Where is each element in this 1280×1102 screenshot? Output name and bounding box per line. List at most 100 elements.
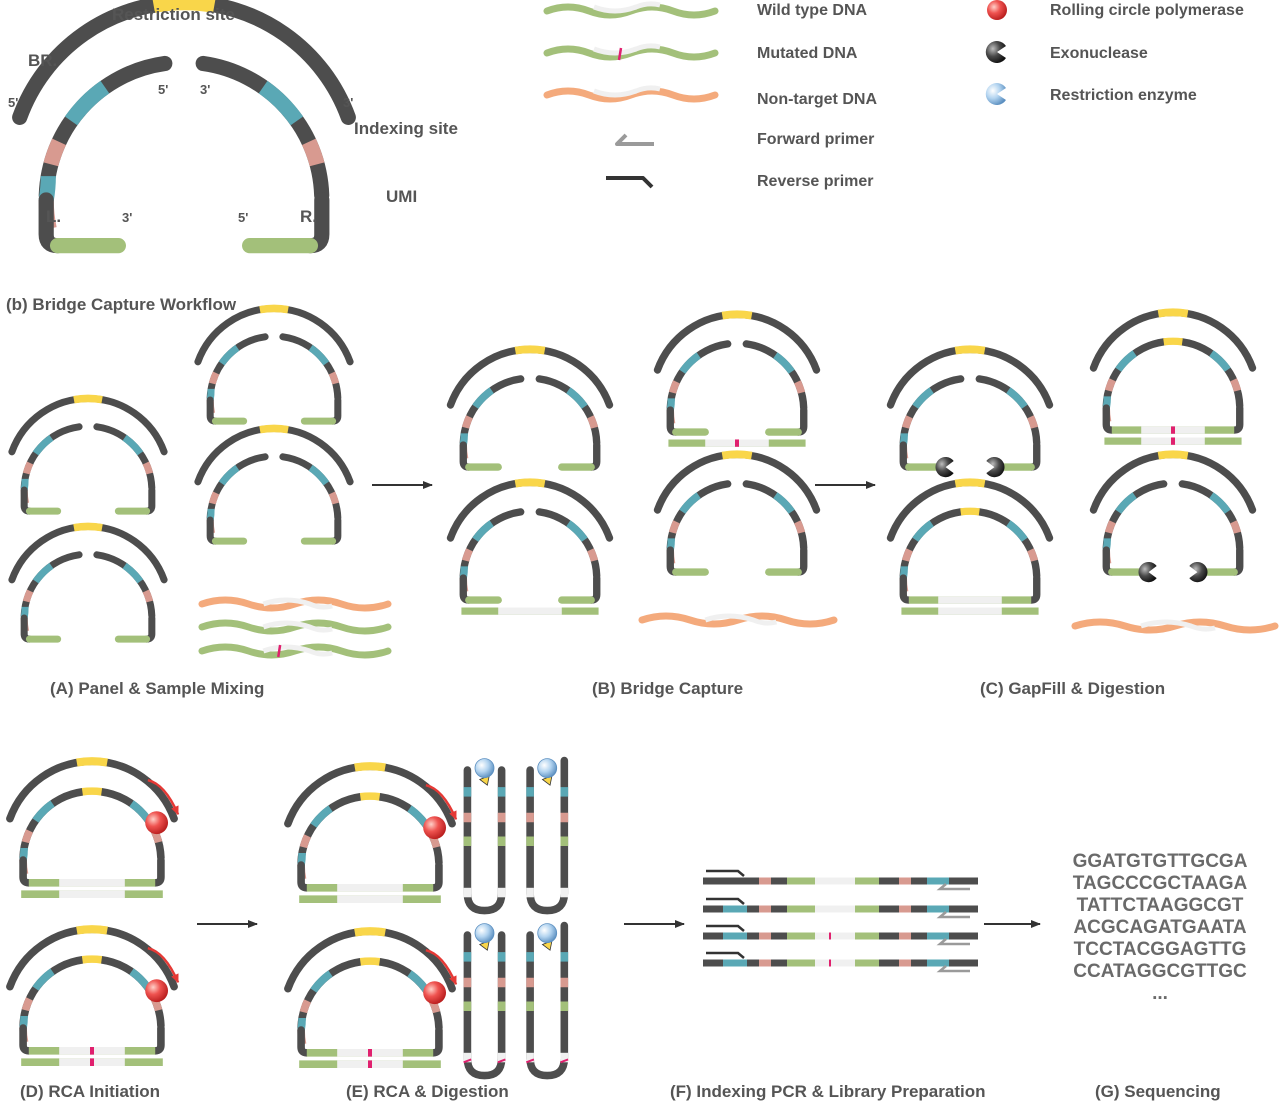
exonuclease-icon xyxy=(935,456,954,478)
left-probe-half xyxy=(20,551,83,620)
probe-leg xyxy=(899,574,913,604)
bridge-strand xyxy=(194,425,354,486)
restriction-site xyxy=(81,955,103,964)
restriction-site xyxy=(73,394,103,404)
bridge-strand xyxy=(8,523,168,584)
exonuclease-icon xyxy=(1138,561,1157,583)
indexing-site xyxy=(32,562,54,584)
indexing-site xyxy=(407,805,430,828)
rolling-circle-polymerase-icon xyxy=(987,0,1007,20)
umi-segment xyxy=(901,415,913,429)
indexing-site xyxy=(1006,520,1028,542)
sequence-read: ACGCAGATGAATA xyxy=(1073,917,1246,938)
left-probe-half xyxy=(297,958,365,1032)
umi-segment xyxy=(22,589,34,603)
right-probe-half xyxy=(279,453,342,522)
indexing-site xyxy=(122,434,144,456)
umi-segment xyxy=(461,548,473,562)
umi-segment xyxy=(21,829,33,844)
indexing-site xyxy=(912,520,934,542)
probe-leg xyxy=(429,1026,443,1057)
padlock-probe xyxy=(886,478,1054,615)
step-e-caption: (E) RCA & Digestion xyxy=(346,1082,509,1101)
bridge-five-prime-label: 5' xyxy=(8,95,18,110)
non-target-dna xyxy=(1071,618,1279,634)
restriction-site xyxy=(721,450,753,460)
bridge-strand xyxy=(446,345,614,409)
right-probe-half xyxy=(1178,338,1244,410)
left-probe-half xyxy=(666,480,732,552)
bridge-strand xyxy=(194,305,354,366)
padlock-probe xyxy=(8,394,168,515)
padlock-probe xyxy=(6,925,180,1066)
indexing-site xyxy=(773,352,795,374)
umi-segment xyxy=(1230,520,1242,534)
umi-segment xyxy=(668,380,680,394)
bridge-strand xyxy=(653,310,821,374)
indexing-site xyxy=(64,80,110,126)
restriction-site xyxy=(359,957,381,966)
sequence-read: TAGCCCGCTAAGA xyxy=(1073,873,1248,894)
step-b-caption: (B) Bridge Capture xyxy=(592,679,743,698)
indexing-site xyxy=(129,968,152,991)
rca-concatemer xyxy=(526,756,569,915)
sequence-read: CCATAGGCGTTGC xyxy=(1073,961,1247,982)
forward-primer-icon xyxy=(936,938,970,946)
umi-segment xyxy=(1104,520,1116,534)
right-probe-half xyxy=(279,333,342,402)
left-probe-half xyxy=(19,788,87,862)
probe-leg xyxy=(297,861,311,892)
umi-segment xyxy=(22,461,34,475)
bridge-three-prime-label: 3' xyxy=(343,95,353,110)
mutation-site xyxy=(560,1058,569,1064)
probe-leg xyxy=(1102,404,1116,434)
umi-segment xyxy=(328,371,340,385)
indexing-site xyxy=(32,800,55,823)
indexing-site xyxy=(472,387,494,409)
rca-direction-arrow xyxy=(147,778,180,816)
restriction-site xyxy=(514,478,546,488)
probe-leg xyxy=(429,861,443,892)
indexing-site xyxy=(308,464,330,486)
padlock-probe xyxy=(1089,450,1257,583)
rolling-circle-polymerase-icon xyxy=(423,981,447,1005)
padlock-probe xyxy=(446,345,614,471)
reverse-primer-icon xyxy=(706,924,745,932)
indexing-site xyxy=(218,464,240,486)
umi-segment xyxy=(794,380,806,394)
workflow-panels xyxy=(6,304,1279,1080)
sequence-read: TCCTACGGAGTTG xyxy=(1074,939,1247,960)
padlock-probe xyxy=(8,522,168,643)
forward-primer-icon xyxy=(936,911,970,919)
restriction-site xyxy=(514,345,546,355)
library-fragment xyxy=(703,924,978,946)
right-probe-half xyxy=(1178,480,1244,552)
indexing-site xyxy=(1209,350,1231,372)
step-c-caption: (C) GapFill & Digestion xyxy=(980,679,1165,698)
rolling-circle-polymerase-icon xyxy=(145,811,169,835)
indexing-site xyxy=(310,805,333,828)
umi-segment xyxy=(43,138,67,167)
non-target-dna xyxy=(638,612,838,628)
panel-a-mixing xyxy=(8,304,392,659)
exonuclease-icon xyxy=(985,41,1006,64)
left-probe-half xyxy=(459,508,525,580)
indexing-site xyxy=(32,434,54,456)
panel-b-capture xyxy=(446,310,838,628)
wild-type-dna xyxy=(198,619,392,635)
probe-leg xyxy=(151,856,165,887)
restriction-site xyxy=(259,424,289,434)
padlock-probe xyxy=(653,310,821,447)
panel-e-rca-digestion xyxy=(284,756,569,1080)
reverse-primer-icon xyxy=(706,869,745,877)
umi-segment xyxy=(142,461,154,475)
legend-rolling-circle-polymerase: Rolling circle polymerase xyxy=(1050,2,1244,19)
right-probe-half xyxy=(742,340,808,412)
indexing-site xyxy=(1006,387,1028,409)
reverse-primer-icon xyxy=(606,176,654,189)
indexing-site xyxy=(1209,492,1231,514)
right-half-three-prime-label: 3' xyxy=(200,82,210,97)
mutation-site xyxy=(277,644,282,658)
sequence-read: GGATGTGTTGCGA xyxy=(1073,851,1248,872)
